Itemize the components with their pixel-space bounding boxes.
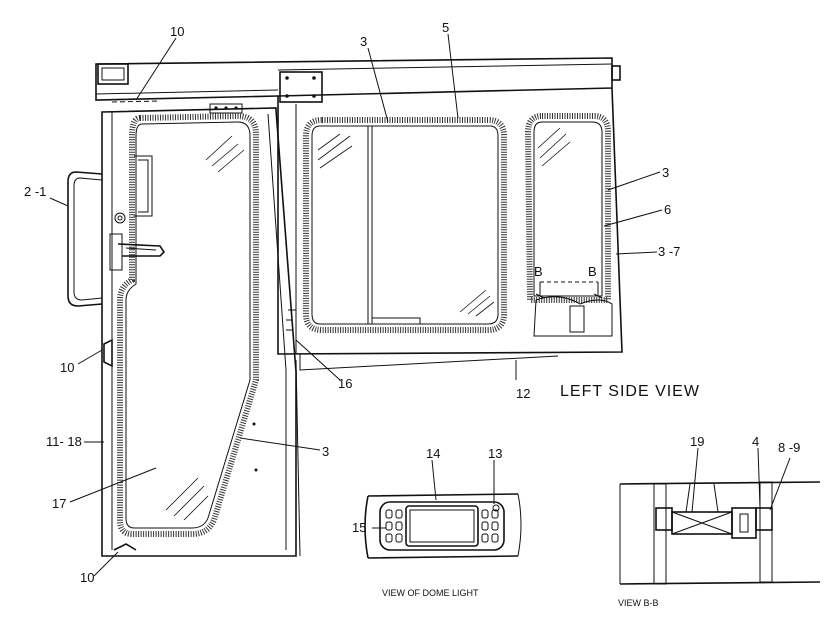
callout-10-bottom: 10 (80, 570, 94, 585)
callout-8-9: 8 -9 (778, 440, 800, 455)
callout-2-1: 2 -1 (24, 184, 46, 199)
callout-labels: 10 3 5 2 -1 3 6 3 -7 10 16 12 11- 18 3 1… (24, 20, 800, 585)
view-bb (619, 447, 821, 585)
callout-3-right: 3 (662, 165, 669, 180)
right-window (524, 113, 613, 337)
callout-14: 14 (426, 446, 440, 461)
section-mark-b-right: B (588, 264, 597, 279)
section-mark-b-left: B (534, 264, 543, 279)
callout-10-top: 10 (170, 24, 184, 39)
callout-19: 19 (690, 434, 704, 449)
callout-10-mid: 10 (60, 360, 74, 375)
callout-16: 16 (338, 376, 352, 391)
callout-3-door: 3 (322, 444, 329, 459)
callout-17: 17 (52, 496, 66, 511)
callout-3-top: 3 (360, 34, 367, 49)
caption-view-bb: VIEW B-B (618, 598, 659, 608)
roof-plate (279, 71, 323, 103)
callout-4: 4 (752, 434, 759, 449)
caption-left-side-view: LEFT SIDE VIEW (560, 383, 700, 400)
cab-roof (95, 57, 621, 114)
dome-light-view (364, 459, 522, 559)
middle-window (303, 117, 507, 333)
cab-body (277, 87, 623, 557)
callout-6: 6 (664, 202, 671, 217)
captions: LEFT SIDE VIEW VIEW OF DOME LIGHT VIEW B… (382, 383, 700, 608)
cab-door (101, 107, 297, 557)
leader-lines (49, 33, 663, 577)
callout-12: 12 (516, 386, 530, 401)
callout-13: 13 (488, 446, 502, 461)
callout-15: 15 (352, 520, 366, 535)
callout-3-7: 3 -7 (658, 244, 680, 259)
callout-11-18: 11- 18 (46, 434, 82, 449)
grab-handle (67, 171, 103, 307)
caption-dome-light: VIEW OF DOME LIGHT (382, 588, 479, 598)
callout-5: 5 (442, 20, 449, 35)
